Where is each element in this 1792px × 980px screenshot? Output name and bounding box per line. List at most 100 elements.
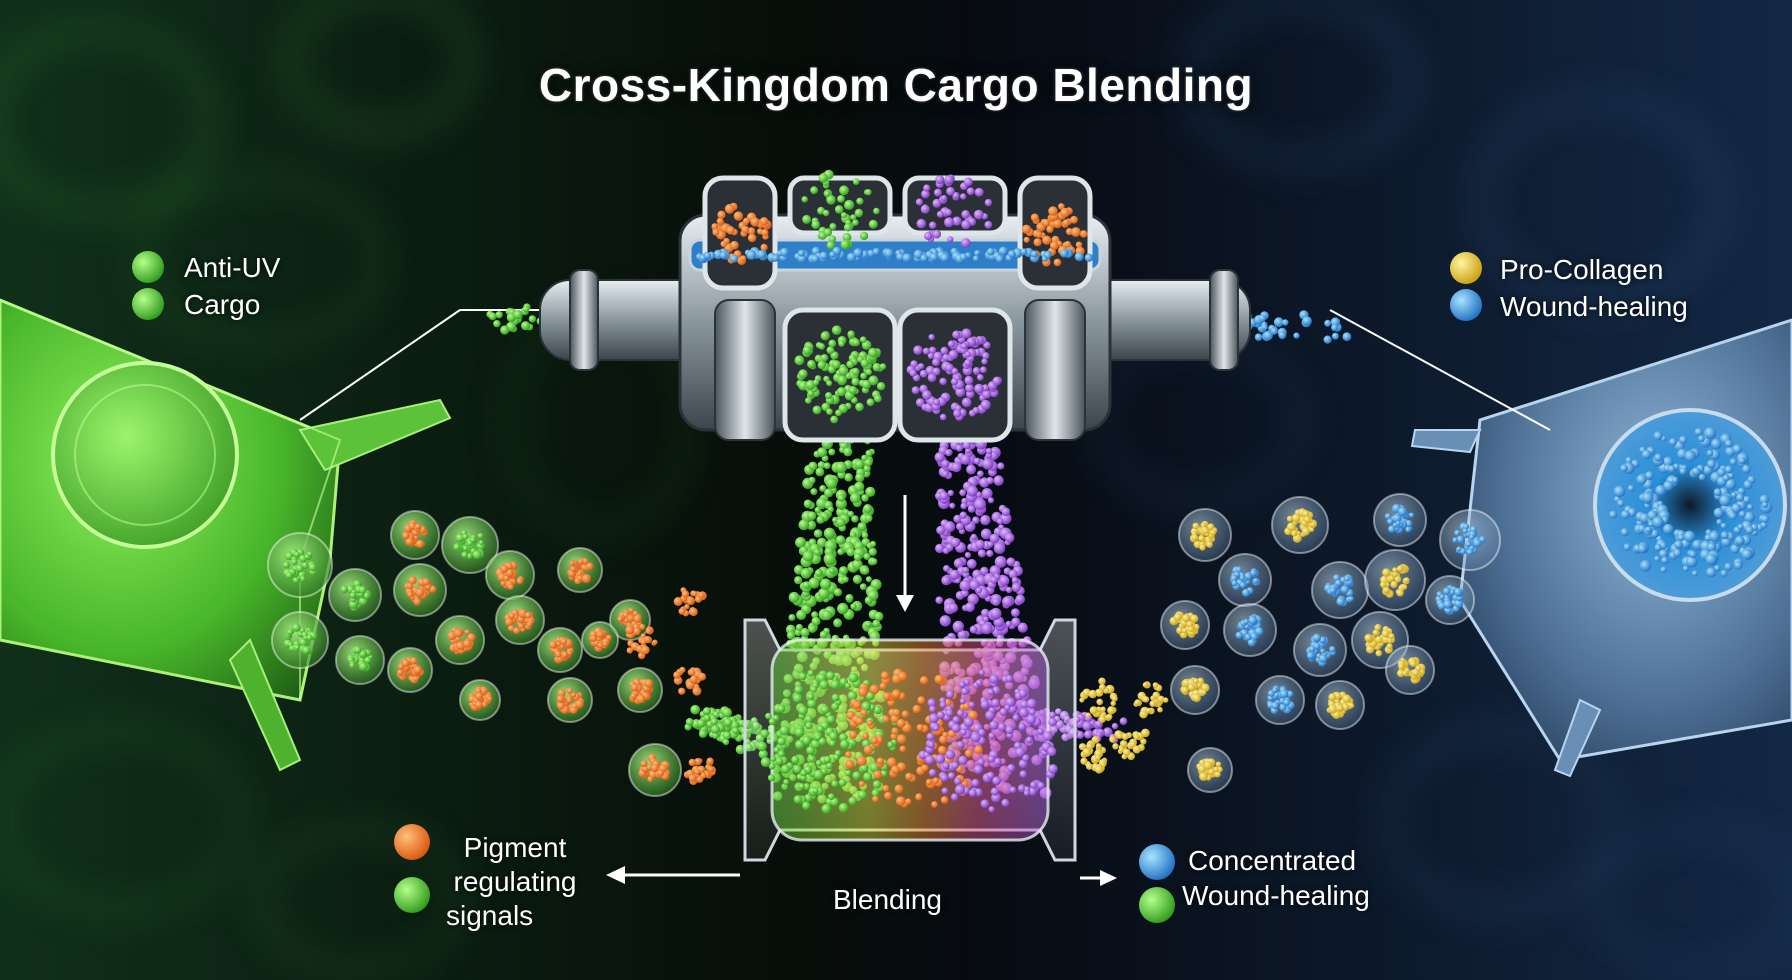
cargo-particle [566, 697, 573, 704]
purple-particle [927, 352, 935, 360]
purple-particle [947, 236, 954, 243]
cargo-particle [500, 565, 509, 573]
orange-particle [1052, 218, 1063, 229]
cargo-particle [1388, 575, 1395, 582]
orange-particle [750, 217, 760, 227]
yellow-particle [1086, 763, 1093, 770]
green-particle [863, 504, 873, 513]
vesicle [267, 532, 333, 598]
green-particle [805, 721, 813, 730]
purple-particle [966, 558, 977, 569]
orange-particle [690, 675, 698, 684]
purple-particle [959, 579, 971, 592]
green-particle [837, 548, 844, 556]
orange-particle [761, 229, 769, 237]
animal-cell-right [1410, 318, 1792, 778]
green-particle [799, 672, 807, 681]
blue-particle [1739, 510, 1746, 518]
green-particle [826, 241, 835, 250]
green-particle [808, 624, 817, 633]
purple-particle [961, 219, 971, 230]
orange-particle [711, 223, 719, 230]
blue-particle [1331, 332, 1339, 340]
cargo-particle [1344, 576, 1350, 582]
cargo-particle [513, 627, 521, 635]
green-particle [818, 587, 830, 600]
cargo-particle [1329, 587, 1337, 594]
cargo-particle [406, 582, 413, 590]
orange-particle [673, 671, 681, 679]
cargo-particle [630, 692, 637, 700]
green-particle [795, 739, 805, 750]
cargo-particle [1411, 668, 1420, 677]
cargo-particle [1312, 633, 1321, 642]
blue-particle [1044, 251, 1052, 259]
orange-particle [689, 607, 698, 617]
purple-particle [1002, 596, 1014, 608]
yellow-particle [1152, 682, 1159, 688]
yellow-particle [1122, 748, 1131, 757]
purple-particle [991, 698, 1000, 708]
green-particle [868, 219, 878, 229]
green-particle [775, 757, 784, 765]
blue-particle [1030, 250, 1038, 258]
cargo-particle [577, 571, 583, 577]
cargo-particle [1235, 631, 1244, 639]
green-particle [873, 207, 880, 215]
green-particle [838, 365, 849, 376]
purple-particle [994, 757, 1002, 766]
orange-particle [1060, 207, 1070, 218]
orange-particle [882, 784, 890, 792]
cargo-particle [1337, 705, 1344, 711]
cargo-particle [408, 576, 417, 585]
purple-particle [1037, 728, 1044, 735]
blue-particle [1258, 314, 1267, 322]
green-particle [815, 759, 823, 767]
blue-particle [974, 250, 981, 257]
cargo-particle [1443, 587, 1451, 595]
green-particle [812, 787, 819, 794]
blue-particle [1682, 565, 1689, 572]
purple-particle [984, 198, 993, 207]
green-particle [735, 744, 746, 755]
purple-particle [947, 489, 954, 497]
purple-particle [932, 198, 942, 208]
green-particle [812, 379, 820, 386]
green-particle [817, 447, 828, 458]
blue-particle [846, 252, 857, 262]
blue-particle [1625, 456, 1633, 464]
purple-particle [978, 669, 985, 676]
green-particle [828, 567, 836, 574]
blue-particle [1654, 555, 1661, 562]
orange-particle [896, 734, 907, 744]
cargo-particle [1462, 528, 1468, 534]
orange-particle [974, 745, 983, 754]
cargo-particle [1193, 540, 1202, 549]
purple-particle [1019, 707, 1029, 718]
green-particle [839, 185, 849, 196]
purple-particle [923, 184, 931, 192]
green-particle [768, 718, 776, 726]
blue-particle [730, 254, 739, 263]
blue-particle [1627, 484, 1635, 492]
green-particle [854, 208, 864, 218]
green-particle [865, 449, 873, 457]
yellow-particle [1096, 698, 1103, 706]
green-particle [767, 774, 776, 782]
purple-particle [913, 345, 923, 355]
cargo-particle [1445, 607, 1452, 614]
green-particle [768, 762, 776, 770]
purple-particle [968, 788, 977, 797]
cargo-particle [1250, 569, 1257, 577]
cargo-particle [1472, 538, 1482, 548]
cargo-particle [1254, 627, 1264, 636]
orange-particle [896, 719, 906, 728]
blue-particle [1730, 491, 1737, 498]
purple-particle [961, 497, 968, 505]
purple-particle [981, 623, 993, 635]
green-particle [798, 519, 810, 531]
orange-particle [882, 715, 890, 723]
green-particle [818, 737, 827, 746]
green-particle [813, 529, 823, 538]
green-particle [817, 725, 824, 733]
